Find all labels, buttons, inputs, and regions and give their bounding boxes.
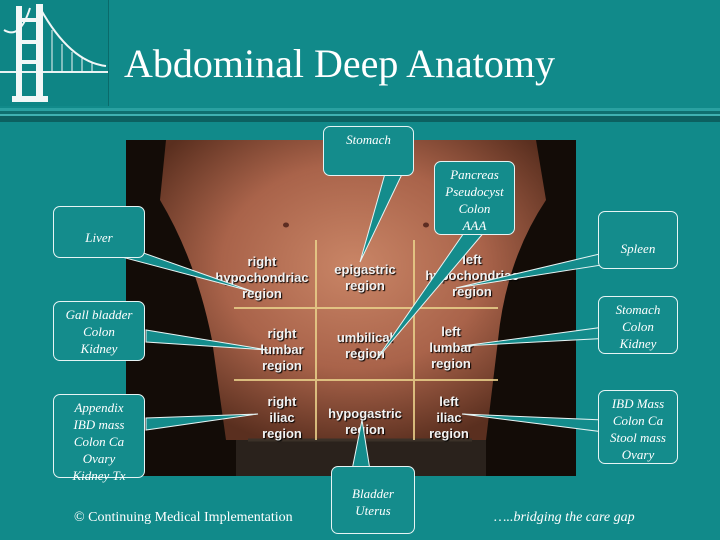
slide-title: Abdominal Deep Anatomy xyxy=(124,41,556,86)
callout-stomach-top: Stomach xyxy=(323,126,414,176)
callout-stomach-right: Stomach Colon Kidney xyxy=(598,296,678,354)
title-divider xyxy=(0,108,720,122)
region-left-iliac: left iliac region xyxy=(429,394,469,441)
callout-bladder: Bladder Uterus xyxy=(331,466,415,534)
callout-ibd-mass: IBD Mass Colon Ca Stool mass Ovary xyxy=(598,390,678,464)
footer-copyright: © Continuing Medical Implementation xyxy=(74,510,293,525)
region-right-iliac: right iliac region xyxy=(262,394,302,441)
callout-spleen: Spleen xyxy=(598,211,678,269)
logo xyxy=(0,0,109,106)
region-umbilical: umbilical region xyxy=(336,330,394,361)
callout-liver: Liver xyxy=(53,206,145,258)
region-hypogastric: hypogastric region xyxy=(328,406,402,437)
callout-appendix: Appendix IBD mass Colon Ca Ovary Kidney … xyxy=(53,394,145,483)
region-epigastric: epigastric region xyxy=(334,262,396,293)
callout-pancreas: Pancreas Pseudocyst Colon AAA xyxy=(434,161,515,235)
footer-tagline: …..bridging the care gap xyxy=(494,510,635,525)
region-left-hypochondriac: left hypochondriac region xyxy=(425,252,519,299)
golden-gate-bridge-icon xyxy=(0,4,108,102)
region-right-lumbar: right lumbar region xyxy=(260,326,304,373)
region-left-lumbar: left lumbar region xyxy=(429,324,473,371)
region-right-hypochondriac: right hypochondriac region xyxy=(215,254,309,301)
callout-gall-bladder: Gall bladder Colon Kidney xyxy=(53,301,145,361)
